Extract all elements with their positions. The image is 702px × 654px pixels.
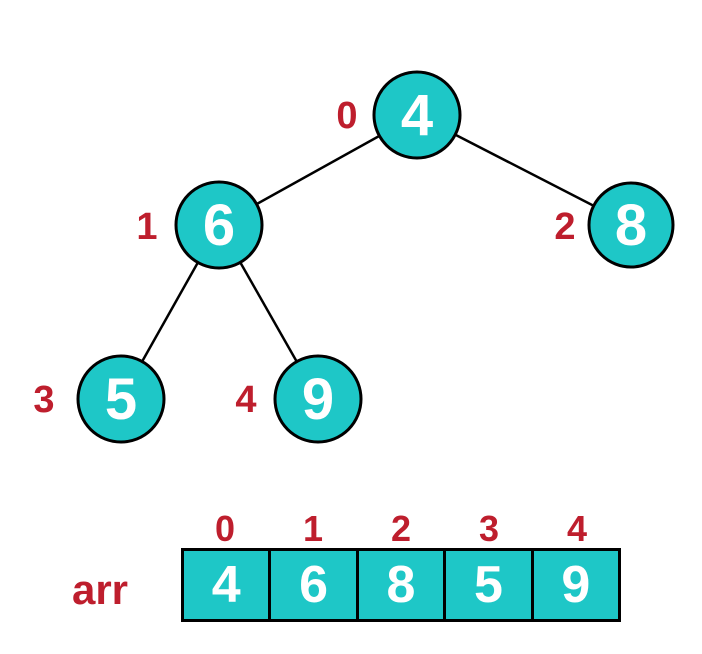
array-cell-3: 5 (443, 551, 531, 619)
tree-node-1-circle (174, 180, 264, 270)
array-cell-4: 9 (530, 551, 619, 619)
tree-node-1: 6 1 (136, 180, 264, 270)
array-cell-1: 6 (268, 551, 356, 619)
array-index-2: 2 (390, 508, 412, 549)
tree-node-1-value: 6 (203, 193, 235, 258)
array-index-4: 4 (566, 508, 588, 549)
tree-node-3-index-label: 3 (33, 379, 54, 421)
tree-node-4-circle (273, 354, 363, 444)
tree-node-4: 9 4 (235, 354, 363, 444)
tree-node-4-value: 9 (302, 367, 334, 432)
array-cell-2: 8 (355, 551, 444, 619)
array-index-row: 0 1 2 3 4 (181, 508, 621, 550)
tree-node-3-value: 5 (105, 367, 137, 432)
tree-node-3: 5 3 (33, 354, 166, 444)
tree-node-1-index-label: 1 (136, 206, 157, 248)
tree-node-0-index-label: 0 (336, 95, 357, 137)
array-name-label: arr (71, 566, 129, 613)
tree-node-0-value: 4 (401, 83, 433, 148)
tree-node-0-circle (372, 70, 462, 160)
array-cell-0: 4 (184, 551, 269, 619)
tree-node-0: 4 0 (336, 70, 462, 160)
tree-node-4-index-label: 4 (235, 379, 256, 421)
binary-tree-diagram: 4 0 6 1 8 2 5 3 9 4 (33, 70, 675, 444)
array-index-1: 1 (302, 508, 324, 549)
tree-node-2-value: 8 (615, 193, 647, 258)
tree-node-3-circle (76, 354, 166, 444)
tree-node-2-circle (587, 181, 675, 269)
array-index-3: 3 (478, 508, 500, 549)
array-index-0: 0 (214, 508, 236, 549)
tree-node-2-index-label: 2 (554, 206, 575, 248)
tree-node-2: 8 2 (554, 181, 675, 269)
array-cells-row: 4 6 8 5 9 (181, 548, 621, 622)
